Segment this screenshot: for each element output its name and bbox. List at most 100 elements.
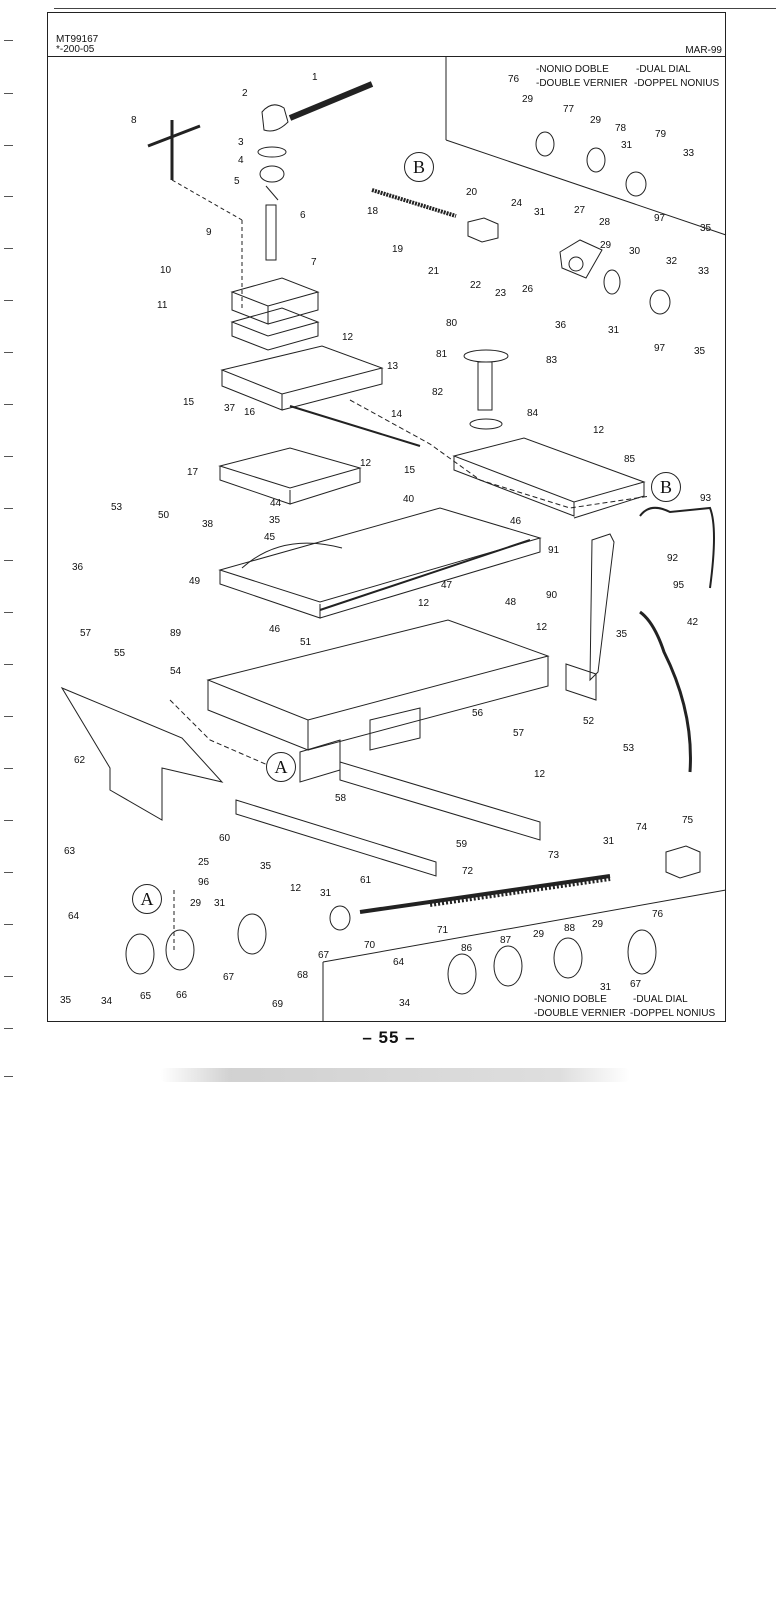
part-callout: 35	[260, 861, 272, 872]
drawing-frame	[47, 12, 726, 1022]
part-callout: 86	[461, 943, 473, 954]
part-callout: 35	[269, 515, 281, 526]
part-callout: 16	[244, 407, 256, 418]
part-callout: 7	[311, 257, 317, 268]
margin-tick	[4, 612, 13, 613]
part-callout: 53	[623, 743, 635, 754]
part-callout: 89	[170, 628, 182, 639]
part-callout: 36	[72, 562, 84, 573]
carriage-legs	[299, 707, 421, 783]
part-callout: 63	[64, 846, 76, 857]
margin-tick	[4, 40, 13, 41]
part-callout: 59	[456, 839, 468, 850]
exploded-parts-drawing	[60, 57, 727, 1022]
part-callout: 65	[140, 991, 152, 1002]
lead-rod	[319, 539, 531, 611]
part-callout: 40	[403, 494, 415, 505]
compound-slide	[218, 447, 362, 505]
part-callout: 23	[495, 288, 507, 299]
section-ref-b: B	[651, 472, 681, 502]
part-callout: 35	[60, 995, 72, 1006]
washer	[257, 146, 287, 158]
part-callout: 46	[510, 516, 522, 527]
coolant-hose	[639, 506, 715, 589]
assembly-path	[171, 179, 243, 310]
part-callout: 95	[673, 580, 685, 591]
drawing-date: MAR-99	[685, 45, 722, 56]
nut-block	[665, 845, 701, 879]
part-callout: 35	[616, 629, 628, 640]
chip-guard	[60, 686, 224, 821]
part-callout: 11	[157, 300, 168, 311]
legend-english: -DUAL DIAL	[633, 994, 688, 1005]
part-callout: 67	[630, 979, 642, 990]
part-callout: 31	[621, 140, 633, 151]
part-callout: 33	[698, 266, 710, 277]
part-callout: 90	[546, 590, 558, 601]
part-callout: 12	[593, 425, 605, 436]
part-callout: 21	[428, 266, 440, 277]
margin-tick	[4, 248, 13, 249]
part-callout: 77	[563, 104, 575, 115]
part-callout: 71	[437, 925, 449, 936]
part-callout: 84	[527, 408, 539, 419]
part-callout: 28	[599, 217, 611, 228]
support-column	[565, 533, 615, 701]
part-callout: 29	[533, 929, 545, 940]
part-callout: 29	[600, 240, 612, 251]
legend-french: -DOUBLE VERNIER	[536, 78, 628, 89]
handle-rod	[288, 81, 374, 121]
inset-divider	[322, 889, 727, 963]
post	[477, 361, 493, 411]
apron-hub	[627, 929, 657, 975]
handle-knob	[261, 104, 289, 132]
part-callout: 76	[652, 909, 664, 920]
margin-tick	[4, 716, 13, 717]
part-callout: 97	[654, 213, 666, 224]
part-callout: 2	[242, 88, 248, 99]
apron-wheel	[237, 913, 267, 955]
margin-tick	[4, 404, 13, 405]
dial-ring	[603, 269, 621, 295]
assembly-path	[169, 699, 271, 767]
part-callout: 31	[600, 982, 612, 993]
part-callout: 91	[548, 545, 560, 556]
part-callout: 3	[238, 137, 244, 148]
drawing-revision: *-200-05	[56, 44, 95, 55]
part-callout: 35	[700, 223, 712, 234]
margin-tick	[4, 820, 13, 821]
taper-slide	[452, 437, 646, 519]
part-callout: 12	[290, 883, 302, 894]
part-callout: 45	[264, 532, 276, 543]
part-callout: 96	[198, 877, 210, 888]
part-callout: 31	[214, 898, 226, 909]
legend-german: -DOPPEL NONIUS	[634, 78, 720, 89]
part-callout: 12	[360, 458, 372, 469]
margin-tick	[4, 456, 13, 457]
bushing	[329, 905, 351, 931]
gib-rod	[289, 405, 421, 447]
part-callout: 12	[536, 622, 548, 633]
part-callout: 50	[158, 510, 170, 521]
part-callout: 37	[224, 403, 236, 414]
part-callout: 6	[300, 210, 306, 221]
saddle-plate	[220, 345, 384, 411]
dial-hub	[625, 171, 647, 197]
part-callout: 51	[300, 637, 312, 648]
margin-tick	[4, 924, 13, 925]
legend-french: -DOUBLE VERNIER	[534, 1008, 626, 1019]
margin-tick	[4, 768, 13, 769]
t-wrench-bar	[147, 124, 201, 148]
bushing	[259, 165, 285, 183]
assembly-path	[349, 399, 651, 509]
part-callout: 20	[466, 187, 478, 198]
rack-bar	[339, 761, 541, 841]
part-callout: 73	[548, 850, 560, 861]
part-callout: 60	[219, 833, 231, 844]
part-callout: 31	[603, 836, 615, 847]
part-callout: 64	[393, 957, 405, 968]
feed-screw	[371, 188, 457, 218]
part-callout: 15	[183, 397, 195, 408]
part-callout: 9	[206, 227, 212, 238]
dial-bracket	[559, 239, 603, 279]
